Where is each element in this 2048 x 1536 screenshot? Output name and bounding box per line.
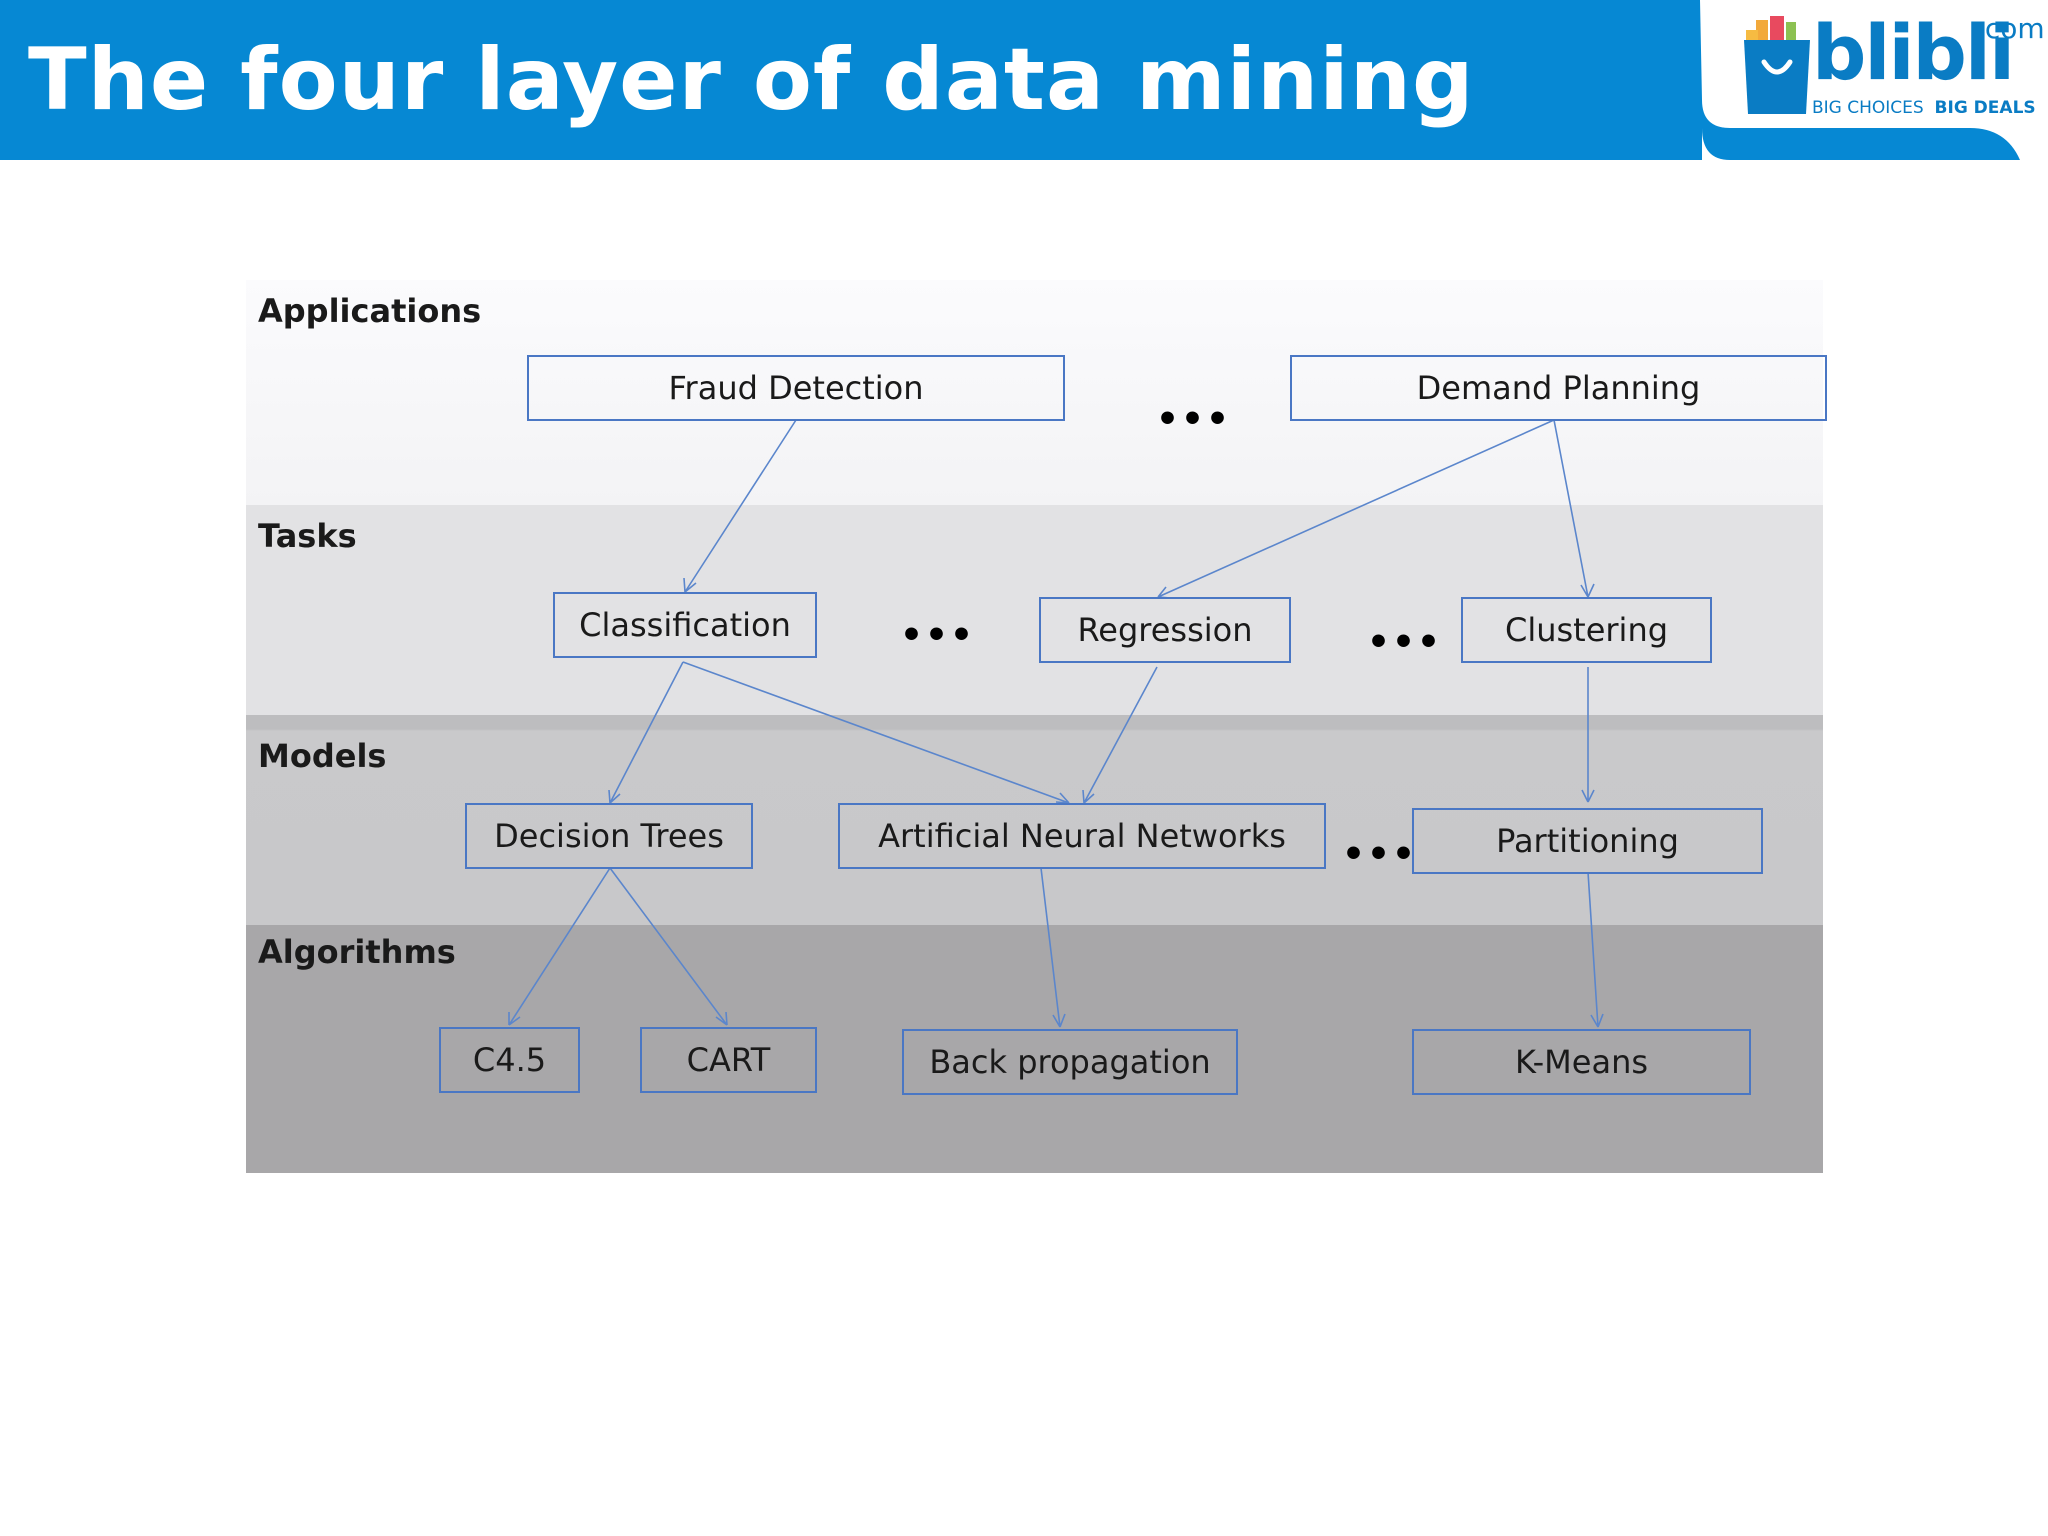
diagram-edges [508,419,1604,1028]
tagline-right: BIG DEALS [1934,98,2036,118]
edge-fraud-to-classification [683,419,797,593]
node-partitioning: Partitioning [1412,808,1763,874]
edge-demand-to-regression [1157,419,1555,599]
blibli-logo: blibli .com BIG CHOICES BIG DEALS [1700,0,2048,160]
ellipsis-applications: ••• [1156,399,1232,440]
node-fraud-detection: Fraud Detection [527,355,1065,421]
edge-decision-trees-to-c45 [508,867,611,1026]
layer-algorithms: Algorithms [246,925,1823,1173]
node-back-propagation: Back propagation [902,1029,1238,1095]
data-mining-diagram: Applications Tasks Models Algorithms Fra… [246,280,1827,1173]
ellipsis-tasks-left: ••• [900,615,976,656]
ellipsis-models: ••• [1342,834,1418,875]
edge-classification-to-decision-trees [608,661,684,804]
ellipsis-tasks-right: ••• [1367,622,1443,663]
node-classification: Classification [553,592,817,658]
logo-wordmark: blibli [1812,8,2015,97]
node-decision-trees: Decision Trees [465,803,753,869]
node-cart: CART [640,1027,817,1093]
node-artificial-neural-networks: Artificial Neural Networks [838,803,1326,869]
node-regression: Regression [1039,597,1291,663]
node-k-means: K-Means [1412,1029,1751,1095]
edge-decision-trees-to-cart [609,867,728,1026]
edge-partitioning-to-kmeans [1587,871,1604,1028]
edge-classification-to-ann [682,661,1070,804]
layer-applications: Applications [246,280,1823,505]
edge-clustering-to-partitioning [1581,667,1595,803]
node-demand-planning: Demand Planning [1290,355,1827,421]
layer-models: Models [246,715,1823,925]
node-clustering: Clustering [1461,597,1712,663]
layer-tasks: Tasks [246,505,1823,715]
edge-demand-to-clustering [1553,419,1595,598]
logo-suffix: .com [1976,12,2045,45]
layer-label-applications: Applications [258,292,482,330]
edge-regression-to-ann [1082,666,1158,804]
layer-label-models: Models [258,737,387,775]
logo-tagline: BIG CHOICES BIG DEALS [1812,97,2036,119]
edge-ann-to-back-propagation [1040,867,1066,1028]
slide-title: The four layer of data mining [28,30,1475,130]
shopping-bag-icon [1744,16,1810,114]
tagline-left: BIG CHOICES [1812,98,1924,118]
layer-label-algorithms: Algorithms [258,933,456,971]
node-c45: C4.5 [439,1027,580,1093]
layer-label-tasks: Tasks [258,517,357,555]
